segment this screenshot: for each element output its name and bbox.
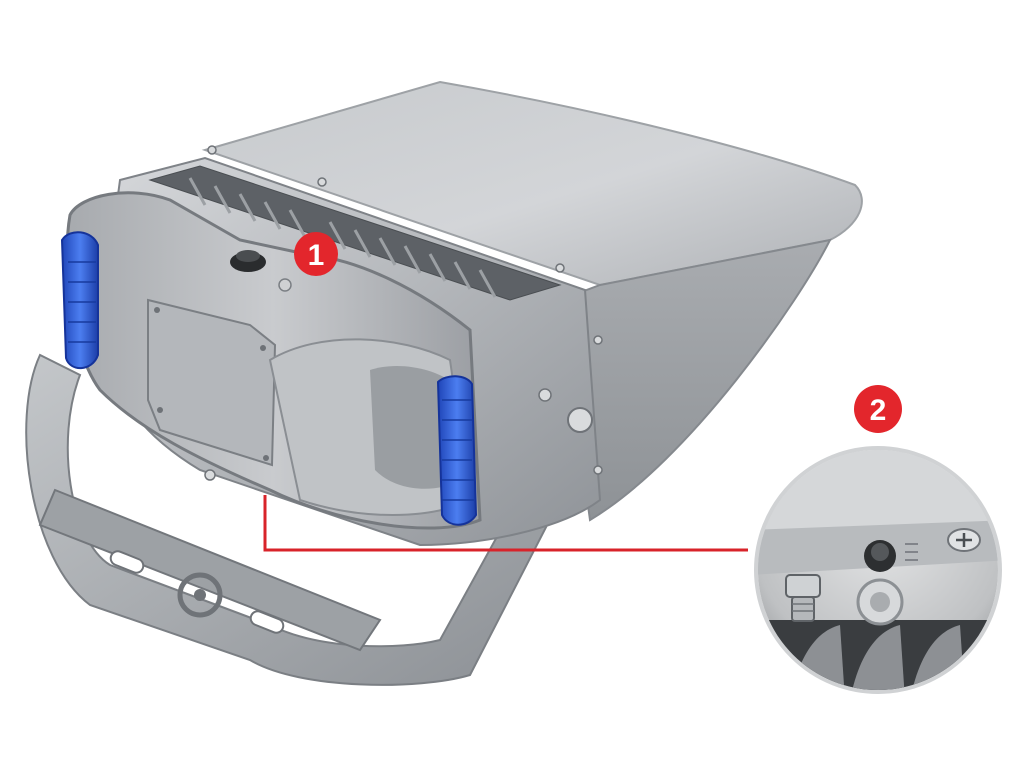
handle-grip-left (60, 231, 99, 370)
plus-screw-icon (947, 528, 981, 552)
handle-grip-right (436, 375, 478, 526)
cable-gland-icon (785, 574, 821, 622)
callout-badge-1-label: 1 (308, 239, 325, 272)
breather-valve-icon (856, 540, 904, 626)
callout-badge-2-label: 2 (870, 394, 887, 427)
heat-sink (148, 165, 562, 301)
visor (201, 80, 863, 522)
breather-valve (230, 250, 266, 272)
callout-badge-1: 1 (294, 232, 338, 276)
housing (65, 145, 603, 547)
mounting-bracket (25, 353, 562, 686)
callout-badge-2: 2 (854, 385, 902, 433)
callout-connector-line (263, 495, 748, 552)
detail-inset (754, 446, 1002, 694)
